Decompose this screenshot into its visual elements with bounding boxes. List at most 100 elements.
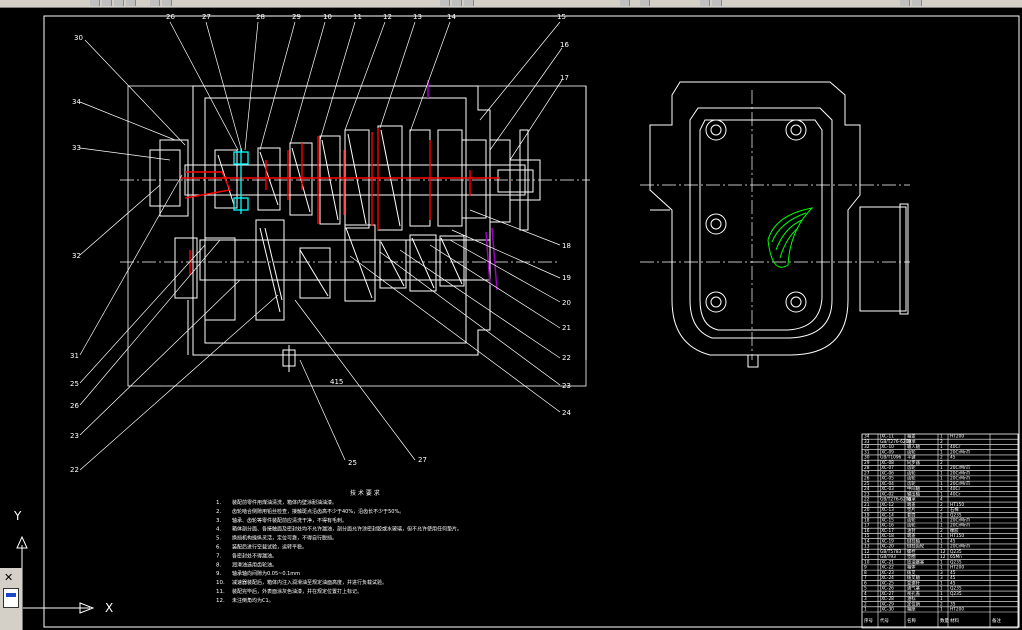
toolbar-button[interactable] <box>712 0 722 6</box>
ucs-y-label: Y <box>13 509 22 523</box>
parts-cell: JXC-20 <box>879 544 894 550</box>
note-text: 装配后进行空载试验，运转平稳。 <box>232 544 307 551</box>
toolbar-button[interactable] <box>90 0 100 6</box>
toolbar-button[interactable] <box>452 0 462 6</box>
parts-cell: 油封 <box>907 527 916 534</box>
parts-cell: 40Cr <box>950 486 960 492</box>
parts-cell: JXC-19 <box>879 538 894 544</box>
toolbar-button[interactable] <box>162 0 172 6</box>
drawing-border <box>43 15 1020 628</box>
parts-cell: JXC-15 <box>879 518 894 524</box>
properties-panel-tab[interactable]: ✕ <box>0 568 23 630</box>
parts-cell: 20CrMnTi <box>950 518 970 524</box>
callout-label: 25 <box>70 380 79 388</box>
parts-cell: GB/T276-6208 <box>880 497 911 503</box>
parts-cell: 端盖 <box>907 532 916 539</box>
callout-label: 20 <box>562 299 571 307</box>
parts-cell: 2 <box>864 601 867 607</box>
parts-cell: 15 <box>864 533 870 539</box>
properties-icon[interactable] <box>3 588 19 608</box>
parts-cell: JXC-27 <box>879 591 894 597</box>
callout-label: 25 <box>348 459 357 467</box>
toolbar-button[interactable] <box>640 0 650 6</box>
parts-cell: 1 <box>940 434 943 440</box>
parts-cell: JXC-18 <box>879 533 894 539</box>
toolbar-button[interactable] <box>440 0 450 6</box>
parts-cell: 拨叉轴 <box>907 574 920 581</box>
note-text: 装配前零件用煤油清洗，箱体内壁涂耐油油漆。 <box>232 499 337 506</box>
parts-cell: JXC-22 <box>879 565 894 571</box>
parts-cell: 30 <box>864 455 870 461</box>
toolbar[interactable] <box>0 0 1022 8</box>
toolbar-button[interactable] <box>464 0 474 6</box>
parts-cell: 轴承 <box>907 496 916 503</box>
note-number: 3. <box>216 518 221 524</box>
parts-cell: 1 <box>940 481 943 487</box>
callouts-right: 18 19 20 21 22 23 24 <box>562 242 571 417</box>
parts-cell: HT150 <box>950 533 964 539</box>
parts-cell: JXC-21 <box>879 559 894 565</box>
parts-cell: HT200 <box>950 565 964 571</box>
toolbar-button[interactable] <box>620 0 630 6</box>
toolbar-button[interactable] <box>150 0 160 6</box>
callouts-bottom: 25 27 415 <box>330 378 427 467</box>
parts-cell: JXC-30 <box>879 607 894 613</box>
parts-cell: 40Cr <box>950 444 960 450</box>
parts-cell: 21 <box>864 502 870 508</box>
parts-cell: 1 <box>940 596 943 602</box>
callout-label: 27 <box>202 13 211 21</box>
parts-cell: Q235 <box>950 591 962 597</box>
drawing-canvas[interactable]: 26 27 28 29 10 11 12 13 14 15 16 17 30 3… <box>0 8 1022 630</box>
toolbar-button[interactable] <box>102 0 112 6</box>
parts-footer-cell: 数量 <box>940 617 949 624</box>
note-text: 各密封处不得漏油。 <box>232 552 277 559</box>
note-number: 12. <box>216 598 225 604</box>
parts-cell: 45 <box>950 570 956 576</box>
parts-cell: JXC-05 <box>879 476 894 482</box>
note-number: 1. <box>216 500 221 506</box>
callout-label: 31 <box>70 352 79 360</box>
parts-cell: 18 <box>864 518 870 524</box>
parts-cell: 垫圈 <box>907 553 916 560</box>
side-view <box>640 81 910 368</box>
note-number: 10. <box>216 580 225 586</box>
callout-label: 15 <box>557 13 566 21</box>
parts-cell: 中间轴 <box>907 485 920 492</box>
parts-cell: 12 <box>940 549 946 555</box>
parts-cell: 1 <box>940 538 943 544</box>
parts-cell: 箱座 <box>907 606 916 613</box>
parts-cell: 垫片 <box>907 506 916 513</box>
parts-cell: 4 <box>864 591 867 597</box>
callout-label: 21 <box>562 324 571 332</box>
parts-cell: Q235 <box>950 549 962 555</box>
toolbar-button[interactable] <box>900 0 910 6</box>
parts-cell: 16 <box>864 528 870 534</box>
close-icon[interactable]: ✕ <box>4 571 14 584</box>
parts-cell: 倒挡轴 <box>907 537 920 544</box>
parts-cell: 20CrMnTi <box>950 465 970 471</box>
parts-cell: JXC-02 <box>879 491 894 497</box>
parts-cell: 26 <box>864 476 870 482</box>
parts-cell: 齿轮 <box>907 464 916 471</box>
parts-cell: 40Cr <box>950 491 960 497</box>
parts-footer-cell: 代号 <box>880 617 889 624</box>
callout-label: 29 <box>292 13 301 21</box>
toolbar-button[interactable] <box>126 0 136 6</box>
parts-cell: 45 <box>950 455 956 461</box>
parts-cell: 27 <box>864 470 870 476</box>
parts-cell: 定位销 <box>907 600 921 607</box>
parts-cell: 23 <box>864 491 870 497</box>
parts-cell: 10 <box>864 559 870 565</box>
toolbar-button[interactable] <box>912 0 922 6</box>
parts-cell: 1 <box>940 591 943 597</box>
parts-cell: 变速杆 <box>907 579 921 586</box>
parts-cell: 20CrMnTi <box>950 523 970 529</box>
callout-label: 18 <box>562 242 571 250</box>
parts-cell: 1 <box>940 518 943 524</box>
toolbar-button[interactable] <box>700 0 710 6</box>
toolbar-button[interactable] <box>114 0 124 6</box>
callout-label: 12 <box>383 13 392 21</box>
parts-footer-cell: 材料 <box>950 617 959 624</box>
parts-cell: 31 <box>864 449 870 455</box>
parts-cell: 9 <box>864 565 867 571</box>
